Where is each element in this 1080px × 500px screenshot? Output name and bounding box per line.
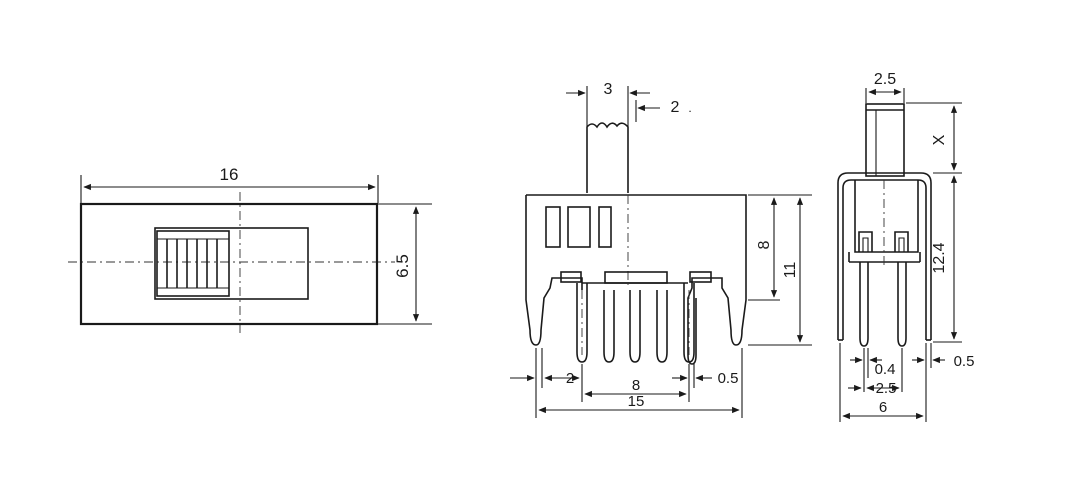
- side-view-overall-depth-label: 6: [879, 399, 887, 416]
- front-view-pins: [576, 283, 695, 363]
- front-view-window-3: [598, 206, 612, 248]
- side-view-travel-dimension: X: [906, 102, 962, 174]
- front-view: 3 2 .: [510, 81, 812, 418]
- side-view-body-height-dimension: 12.4: [931, 175, 962, 343]
- front-view-pin-thickness-label: 0.5: [718, 370, 739, 387]
- side-view-pin-width-label: 0.4: [875, 361, 896, 378]
- front-view-pin-1: [576, 283, 588, 363]
- top-view-actuator-slot: [154, 227, 309, 300]
- side-view-pins: [859, 262, 907, 347]
- front-view-offset-dot: .: [688, 101, 691, 115]
- front-view-actuator-offset-dimension: 2 .: [635, 99, 692, 122]
- front-view-actuator-width-label: 3: [604, 81, 613, 98]
- side-view-bottom-dimensions: 0.5 0.4 2.5 6: [839, 343, 975, 422]
- front-view-bottom-dimensions: 2 0.5 8 15: [510, 348, 743, 418]
- front-view-actuator-offset-label: 2: [671, 99, 680, 116]
- side-view-actuator-width-dimension: 2.5: [865, 71, 905, 103]
- side-view-actuator: [865, 103, 905, 177]
- front-view-body-height-dimension: 8: [748, 194, 812, 301]
- side-view-body-height-label: 12.4: [931, 242, 948, 273]
- front-view-overall-width-label: 15: [628, 393, 645, 410]
- side-view-travel-label: X: [931, 134, 948, 145]
- side-view-actuator-width-label: 2.5: [874, 71, 896, 88]
- front-view-right-block: [689, 271, 712, 283]
- front-view-body: [525, 194, 747, 365]
- top-view-width-dimension: 6.5: [378, 203, 432, 325]
- side-view-frame-thickness-label: 0.5: [954, 353, 975, 370]
- front-view-left-block: [560, 271, 582, 283]
- front-view-actuator-width-dimension: 3: [566, 81, 650, 127]
- side-view-housing: [848, 180, 921, 265]
- front-view-body-height-label: 8: [756, 240, 773, 249]
- side-view: 2.5 X 12.4 0.5: [837, 71, 975, 422]
- top-view-body: [79, 202, 379, 326]
- top-view-actuator-knob: [156, 230, 230, 297]
- front-view-contact-bar: [604, 271, 668, 284]
- front-view-overall-height-label: 11: [782, 262, 799, 279]
- front-view-window-1: [545, 206, 561, 248]
- top-view-width-label: 6.5: [393, 254, 412, 278]
- front-view-mount-offset-label: 2: [566, 370, 574, 387]
- front-view-pin-5: [683, 283, 695, 363]
- side-view-frame: [837, 172, 932, 341]
- side-view-pin-spacing-label: 2.5: [876, 380, 897, 397]
- front-view-actuator: [586, 122, 629, 193]
- front-view-pin-pitch-label: 8: [632, 377, 640, 394]
- top-view-length-label: 16: [220, 165, 239, 184]
- front-view-pin-2: [603, 290, 615, 363]
- front-view-window-2: [567, 206, 591, 248]
- front-view-overall-height-dimension: 11: [748, 197, 812, 346]
- front-view-pin-3: [629, 290, 641, 363]
- front-view-pin-4: [656, 290, 668, 363]
- top-view-length-dimension: 16: [80, 165, 379, 203]
- top-view: 16 6.5: [68, 165, 432, 333]
